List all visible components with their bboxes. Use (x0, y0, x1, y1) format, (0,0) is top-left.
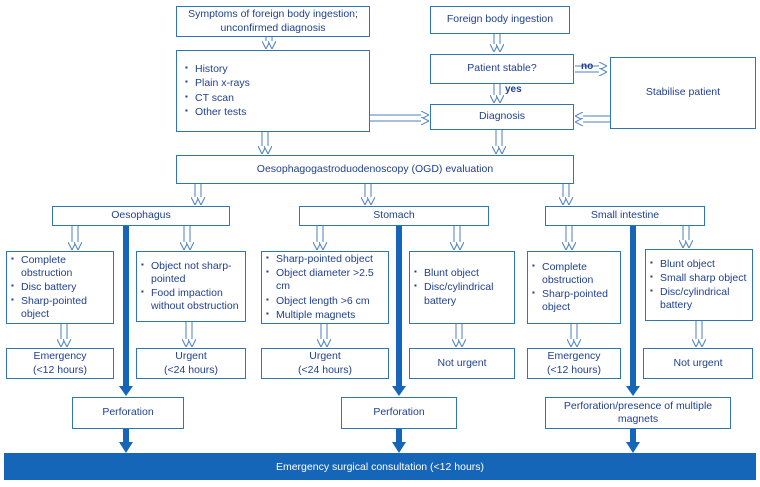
test-item: Other tests (185, 106, 250, 119)
arrow-stabilise-diagnosis (576, 116, 610, 122)
criteria-item: Sharp-pointed object (11, 295, 113, 321)
si-noturgent-box: Not urgent (643, 348, 753, 379)
symptoms-box: Symptoms of foreign body ingestion; unco… (176, 6, 370, 37)
criteria-item: Object diameter >2.5 cm (266, 267, 388, 293)
stomach-text: Stomach (373, 209, 415, 222)
tests-box: History Plain x-rays CT scan Other tests (176, 50, 370, 132)
arrow-symptoms-tests (266, 37, 272, 48)
arrow-tests-diagnosis (368, 115, 428, 121)
ogd-text: Oesophagogastroduodenoscopy (OGD) evalua… (256, 162, 494, 175)
criteria-item: Sharp-pointed object (266, 253, 388, 266)
oes-emergency-box: Emergency (<12 hours) (6, 348, 114, 379)
si-emergency-box: Emergency (<12 hours) (527, 348, 621, 379)
criteria-item: Object not sharp-pointed (141, 260, 245, 286)
criteria-list: Sharp-pointed object Object diameter >2.… (266, 252, 388, 323)
sto-noturgent-criteria: Blunt object Disc/cylindrical battery (409, 251, 515, 324)
stable-text: Patient stable? (467, 62, 537, 75)
tests-list: History Plain x-rays CT scan Other tests (185, 62, 250, 120)
urgency-label: Emergency (33, 350, 87, 363)
urgency-label: Not urgent (673, 356, 723, 369)
stomach-box: Stomach (299, 206, 489, 226)
criteria-list: Blunt object Small sharp object Disc/cyl… (650, 257, 752, 314)
urgency-label: Urgent (175, 350, 207, 363)
thick-arrow-oesophagus (119, 226, 133, 453)
urgency-label: Emergency (547, 350, 601, 363)
consultation-banner: Emergency surgical consultation (<12 hou… (4, 453, 756, 480)
criteria-list: Complete obstruction Sharp-pointed objec… (532, 260, 620, 316)
arrow-stable-diagnosis (494, 84, 500, 102)
criteria-item: Sharp-pointed object (532, 288, 620, 314)
si-emergency-criteria: Complete obstruction Sharp-pointed objec… (527, 251, 621, 324)
thick-arrow-small-intestine (626, 226, 640, 453)
criteria-item: Disc/cylindrical battery (414, 281, 514, 307)
ingestion-text: Foreign body ingestion (446, 13, 554, 26)
urgency-label: Urgent (309, 350, 341, 363)
criteria-item: Small sharp object (650, 272, 752, 285)
sto-perforation-box: Perforation (341, 397, 457, 429)
symptoms-text: Symptoms of foreign body ingestion; unco… (188, 8, 358, 34)
arrow-tests-ogd (262, 132, 268, 153)
arrow-si-sub (566, 226, 702, 346)
oes-perforation-box: Perforation (72, 397, 184, 429)
small-intestine-box: Small intestine (545, 206, 705, 226)
sto-noturgent-box: Not urgent (409, 348, 515, 379)
stable-box: Patient stable? (430, 54, 574, 84)
arrow-stable-stabilise (575, 66, 606, 72)
oesophagus-text: Oesophagus (111, 209, 171, 222)
arrow-oes-sub (61, 226, 192, 346)
arrow-diagnosis-ogd (496, 130, 502, 153)
criteria-list: Complete obstruction Disc battery Sharp-… (11, 253, 113, 323)
criteria-item: Multiple magnets (266, 309, 388, 322)
sto-urgent-criteria: Sharp-pointed object Object diameter >2.… (261, 251, 389, 324)
criteria-item: Complete obstruction (532, 261, 620, 287)
criteria-list: Object not sharp-pointed Food impaction … (141, 259, 245, 315)
oes-emergency-criteria: Complete obstruction Disc battery Sharp-… (6, 251, 114, 324)
oes-urgent-criteria: Object not sharp-pointed Food impaction … (136, 251, 246, 322)
perforation-text: Perforation (102, 406, 154, 419)
small-intestine-text: Small intestine (590, 209, 660, 222)
criteria-item: Blunt object (414, 267, 514, 280)
criteria-item: Complete obstruction (11, 254, 113, 280)
criteria-list: Blunt object Disc/cylindrical battery (414, 266, 514, 308)
criteria-item: Disc/cylindrical battery (650, 286, 752, 312)
test-item: Plain x-rays (185, 77, 250, 90)
urgency-time: (<24 hours) (164, 363, 218, 376)
oesophagus-box: Oesophagus (52, 206, 230, 226)
stabilise-box: Stabilise patient (610, 57, 756, 129)
thick-arrow-stomach (392, 226, 406, 453)
urgency-time: (<24 hours) (298, 363, 352, 376)
criteria-item: Disc battery (11, 281, 113, 294)
si-noturgent-criteria: Blunt object Small sharp object Disc/cyl… (645, 249, 753, 321)
consultation-text: Emergency surgical consultation (<12 hou… (275, 460, 485, 473)
test-item: CT scan (185, 92, 250, 105)
si-perforation-box: Perforation/presence of multiple magnets (545, 397, 731, 429)
diagnosis-text: Diagnosis (478, 110, 526, 123)
stabilise-text: Stabilise patient (645, 86, 721, 99)
yes-label: yes (505, 84, 522, 95)
ingestion-box: Foreign body ingestion (430, 6, 570, 34)
urgency-time: (<12 hours) (547, 363, 601, 376)
urgency-label: Not urgent (437, 356, 487, 369)
arrow-sto-sub (317, 226, 462, 346)
criteria-item: Object length >6 cm (266, 295, 388, 308)
diagnosis-box: Diagnosis (430, 104, 574, 130)
oes-urgent-box: Urgent (<24 hours) (136, 348, 246, 379)
arrow-ingestion-stable (494, 34, 500, 51)
urgency-time: (<12 hours) (33, 363, 87, 376)
no-label: no (581, 61, 594, 72)
criteria-item: Blunt object (650, 258, 752, 271)
perforation-text: Perforation/presence of multiple magnets (563, 399, 713, 425)
criteria-item: Food impaction without obstruction (141, 287, 245, 313)
ogd-box: Oesophagogastroduodenoscopy (OGD) evalua… (176, 155, 574, 184)
arrow-ogd-branches (195, 184, 569, 204)
perforation-text: Perforation (373, 406, 425, 419)
sto-urgent-box: Urgent (<24 hours) (261, 348, 389, 379)
test-item: History (185, 63, 250, 76)
